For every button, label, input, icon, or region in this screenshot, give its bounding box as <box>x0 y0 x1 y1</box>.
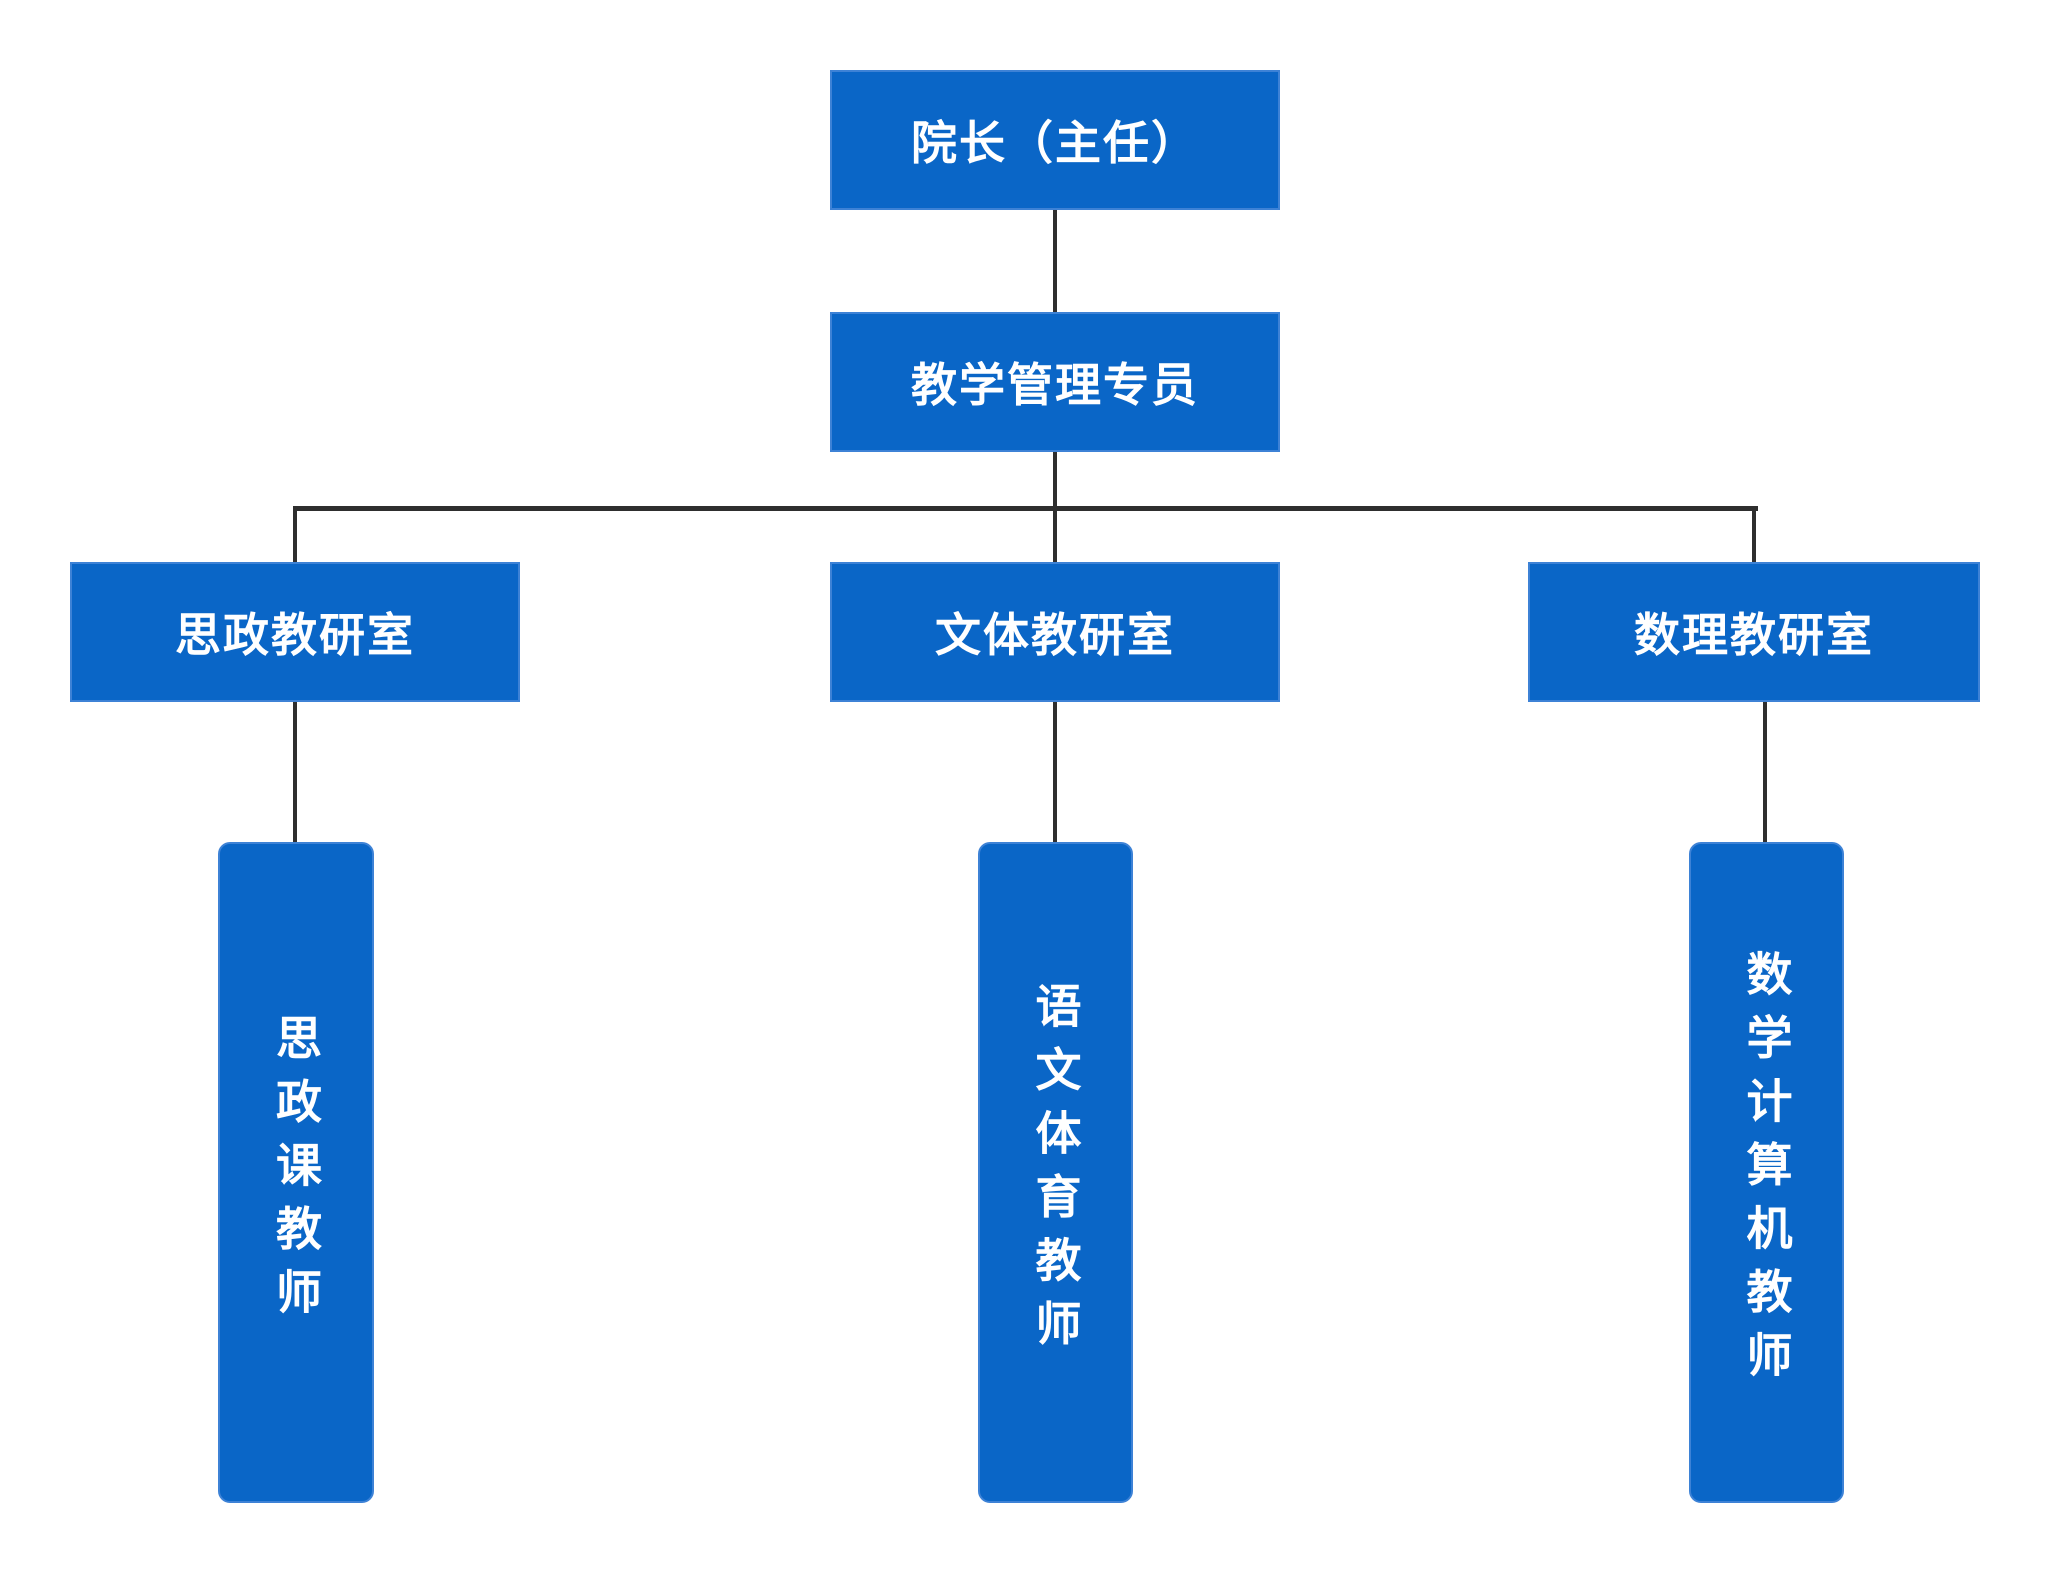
node-teaching-manager: 教学管理专员 <box>830 312 1280 452</box>
staff-ideological-teachers-label: 思政课教师 <box>270 1013 322 1332</box>
connector-manager-down <box>1053 452 1057 508</box>
staff-chinese-pe-teachers-label: 语文体育教师 <box>1029 982 1082 1363</box>
connector-dean-manager <box>1053 210 1057 313</box>
node-office-math-science: 数理教研室 <box>1528 562 1980 702</box>
node-office-culture-sports: 文体教研室 <box>830 562 1280 702</box>
node-staff-chinese-pe-teachers: 语文体育教师 <box>978 842 1133 1503</box>
connector-office-staff-right <box>1763 701 1767 843</box>
node-dean: 院长（主任） <box>830 70 1280 210</box>
staff-math-computer-teachers-label: 数学计算机教师 <box>1740 950 1793 1395</box>
node-staff-math-computer-teachers: 数学计算机教师 <box>1689 842 1844 1503</box>
connector-office-staff-middle <box>1053 701 1057 843</box>
node-staff-ideological-teachers: 思政课教师 <box>218 842 374 1503</box>
connector-horizontal-bar <box>293 506 1758 511</box>
connector-stub-middle <box>1053 506 1057 563</box>
connector-stub-right <box>1752 506 1756 563</box>
connector-stub-left <box>293 506 297 563</box>
connector-office-staff-left <box>293 701 297 843</box>
node-office-ideological-political: 思政教研室 <box>70 562 520 702</box>
